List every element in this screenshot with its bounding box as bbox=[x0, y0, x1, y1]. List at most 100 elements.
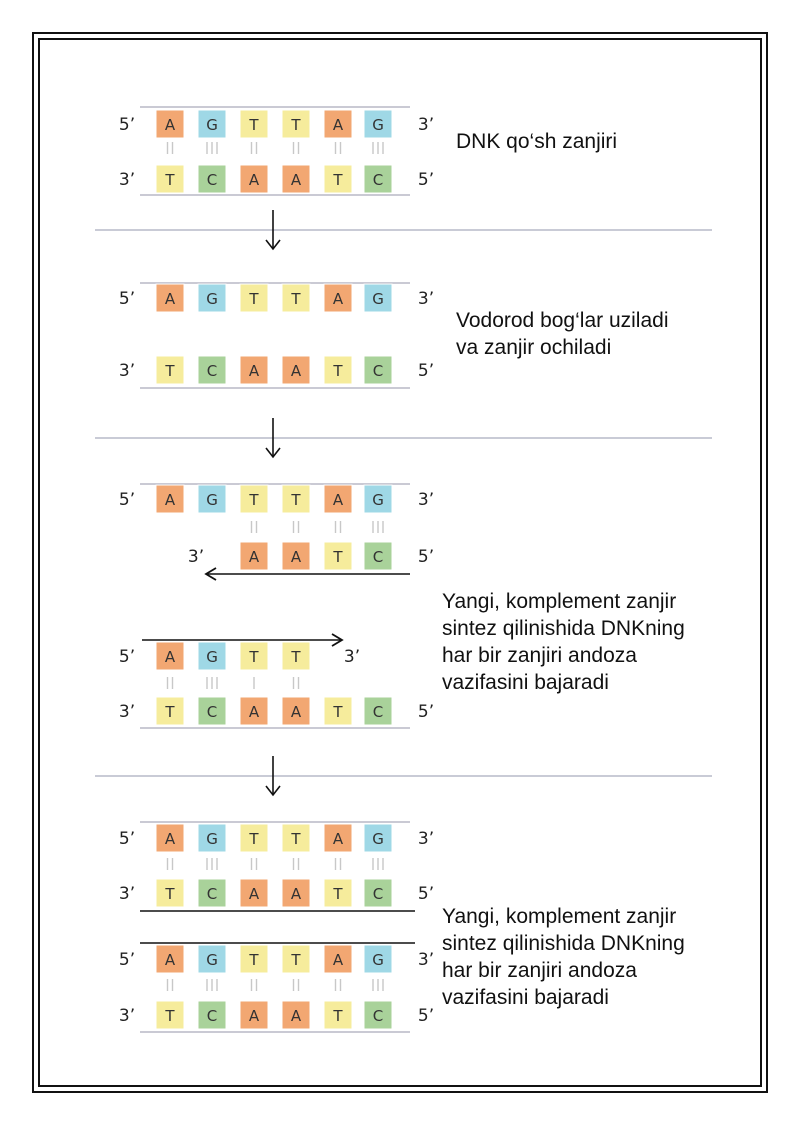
nucleotide-label: G bbox=[206, 491, 218, 509]
nucleotide-label: T bbox=[248, 116, 259, 134]
nucleotide-g bbox=[363, 109, 393, 139]
nucleotide-label: T bbox=[248, 648, 259, 666]
nucleotide-label: A bbox=[291, 548, 302, 566]
nucleotide-a bbox=[281, 696, 311, 726]
nucleotide-label: T bbox=[332, 1007, 343, 1025]
nucleotide-label: T bbox=[290, 290, 301, 308]
nucleotide-label: C bbox=[207, 171, 217, 189]
nucleotide-label: C bbox=[373, 885, 383, 903]
nucleotide-label: A bbox=[165, 830, 176, 848]
strand-end-label: 3’ bbox=[418, 289, 434, 309]
nucleotide-label: C bbox=[373, 548, 383, 566]
nucleotide-a bbox=[239, 541, 269, 571]
nucleotide-a bbox=[323, 484, 353, 514]
nucleotide-a bbox=[155, 641, 185, 671]
nucleotide-label: A bbox=[291, 885, 302, 903]
strand-end-label: 5’ bbox=[119, 829, 135, 849]
nucleotide-label: T bbox=[164, 885, 175, 903]
nucleotide-label: T bbox=[164, 1007, 175, 1025]
strand-end-label: 5’ bbox=[119, 950, 135, 970]
strand-end-label: 3’ bbox=[119, 361, 135, 381]
nucleotide-a bbox=[239, 164, 269, 194]
nucleotide-t bbox=[239, 823, 269, 853]
nucleotide-t bbox=[281, 641, 311, 671]
nucleotide-g bbox=[197, 283, 227, 313]
caption-line: Yangi, komplement zanjir bbox=[442, 905, 677, 928]
nucleotide-c bbox=[363, 164, 393, 194]
step-arrow-head bbox=[265, 785, 281, 797]
nucleotide-g bbox=[197, 484, 227, 514]
nucleotide-g bbox=[197, 944, 227, 974]
strand-end-label: 5’ bbox=[119, 647, 135, 667]
nucleotide-label: T bbox=[248, 951, 259, 969]
nucleotide-t bbox=[323, 164, 353, 194]
outer-frame bbox=[32, 32, 768, 1093]
nucleotide-c bbox=[363, 696, 393, 726]
nucleotide-label: G bbox=[372, 116, 384, 134]
caption-line: Yangi, komplement zanjir bbox=[442, 590, 677, 613]
nucleotide-t bbox=[323, 355, 353, 385]
nucleotide-label: G bbox=[206, 290, 218, 308]
nucleotide-label: T bbox=[290, 116, 301, 134]
caption-line: Vodorod bog‘lar uziladi bbox=[456, 309, 669, 332]
nucleotide-c bbox=[363, 878, 393, 908]
nucleotide-a bbox=[281, 164, 311, 194]
nucleotide-label: C bbox=[373, 703, 383, 721]
strand-end-label: 3’ bbox=[418, 115, 434, 135]
nucleotide-label: A bbox=[249, 171, 260, 189]
caption-line: sintez qilinishida DNKning bbox=[442, 617, 685, 640]
nucleotide-a bbox=[155, 944, 185, 974]
nucleotide-a bbox=[155, 283, 185, 313]
nucleotide-c bbox=[197, 164, 227, 194]
nucleotide-label: C bbox=[373, 1007, 383, 1025]
caption-line: va zanjir ochiladi bbox=[456, 336, 612, 359]
nucleotide-t bbox=[239, 283, 269, 313]
nucleotide-label: G bbox=[206, 116, 218, 134]
nucleotide-t bbox=[239, 641, 269, 671]
nucleotide-label: G bbox=[206, 648, 218, 666]
nucleotide-g bbox=[197, 109, 227, 139]
nucleotide-t bbox=[323, 541, 353, 571]
nucleotide-label: A bbox=[165, 290, 176, 308]
caption-template-synthesis: Yangi, komplement zanjir sintez qilinish… bbox=[442, 588, 685, 696]
nucleotide-a bbox=[239, 1000, 269, 1030]
nucleotide-c bbox=[197, 878, 227, 908]
strand-end-label: 3’ bbox=[418, 950, 434, 970]
nucleotide-a bbox=[323, 944, 353, 974]
strand-end-label: 5’ bbox=[418, 884, 434, 904]
nucleotide-label: A bbox=[291, 703, 302, 721]
nucleotide-label: A bbox=[165, 491, 176, 509]
inner-frame bbox=[38, 38, 762, 1087]
caption-line: har bir zanjiri andoza bbox=[442, 644, 637, 667]
nucleotide-t bbox=[281, 823, 311, 853]
nucleotide-a bbox=[239, 696, 269, 726]
nucleotide-c bbox=[363, 355, 393, 385]
nucleotide-t bbox=[155, 696, 185, 726]
nucleotide-t bbox=[281, 283, 311, 313]
nucleotide-label: T bbox=[290, 648, 301, 666]
nucleotide-label: T bbox=[248, 491, 259, 509]
strand-end-label: 5’ bbox=[119, 490, 135, 510]
nucleotide-t bbox=[281, 109, 311, 139]
nucleotide-label: A bbox=[333, 491, 344, 509]
nucleotide-label: A bbox=[249, 362, 260, 380]
nucleotide-a bbox=[281, 541, 311, 571]
synthesis-arrowhead bbox=[204, 567, 217, 581]
nucleotide-c bbox=[197, 1000, 227, 1030]
caption-bonds-break: Vodorod bog‘lar uziladi va zanjir ochila… bbox=[456, 307, 668, 361]
nucleotide-a bbox=[155, 109, 185, 139]
nucleotide-a bbox=[323, 283, 353, 313]
strand-end-label: 3’ bbox=[344, 647, 360, 667]
nucleotide-c bbox=[363, 1000, 393, 1030]
nucleotide-a bbox=[155, 484, 185, 514]
nucleotide-a bbox=[239, 878, 269, 908]
strand-end-label: 3’ bbox=[119, 170, 135, 190]
nucleotide-t bbox=[239, 944, 269, 974]
nucleotide-label: T bbox=[332, 362, 343, 380]
nucleotide-t bbox=[155, 164, 185, 194]
nucleotide-a bbox=[155, 823, 185, 853]
nucleotide-label: C bbox=[207, 362, 217, 380]
nucleotide-label: A bbox=[291, 1007, 302, 1025]
nucleotide-a bbox=[281, 1000, 311, 1030]
strand-end-label: 3’ bbox=[418, 829, 434, 849]
